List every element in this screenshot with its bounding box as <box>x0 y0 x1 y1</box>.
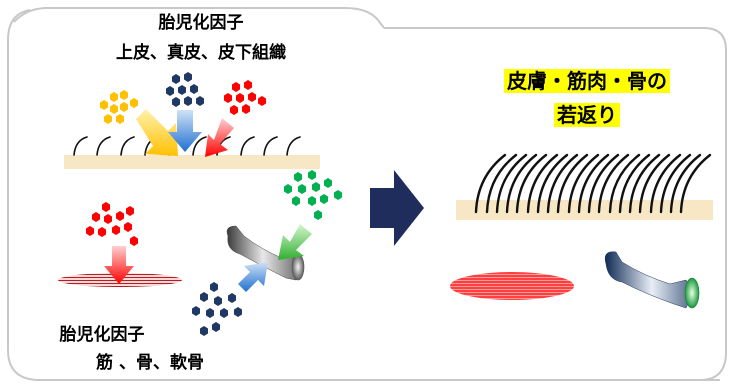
result-title: 皮膚・筋肉・骨の 若返り <box>462 64 712 132</box>
red-arrow-top <box>205 118 234 157</box>
right-skin-layer <box>456 153 713 220</box>
green-arrow <box>278 224 312 260</box>
red-arrow-bottom <box>104 246 134 284</box>
transition-arrow <box>370 170 424 246</box>
left-skin-layer <box>64 136 320 169</box>
result-line-2: 若返り <box>554 103 620 127</box>
red-factor-cluster-bottom <box>86 202 138 246</box>
red-factor-cluster-top <box>224 80 266 115</box>
right-muscle <box>450 272 574 300</box>
yellow-factor-cluster <box>100 90 138 124</box>
skin-factor-targets: 上皮、真皮、皮下組織 <box>116 43 286 63</box>
muscle-factor-targets: 筋 、骨、軟骨 <box>96 353 204 373</box>
left-panel-border <box>7 7 720 381</box>
skin-factor-title: 胎児化因子 <box>158 13 244 33</box>
blue-arrow-bottom <box>238 262 268 292</box>
green-factor-cluster <box>284 170 342 220</box>
navy-factor-cluster <box>166 72 204 107</box>
left-bone <box>226 225 305 281</box>
right-panel-border <box>384 27 727 381</box>
yellow-arrow <box>136 109 178 156</box>
blue-arrow <box>168 110 202 152</box>
result-line-1: 皮膚・筋肉・骨の <box>504 69 670 93</box>
muscle-factor-title: 胎児化因子 <box>59 325 145 345</box>
right-bone <box>604 251 700 309</box>
navy-factor-cluster-bottom <box>192 282 242 336</box>
